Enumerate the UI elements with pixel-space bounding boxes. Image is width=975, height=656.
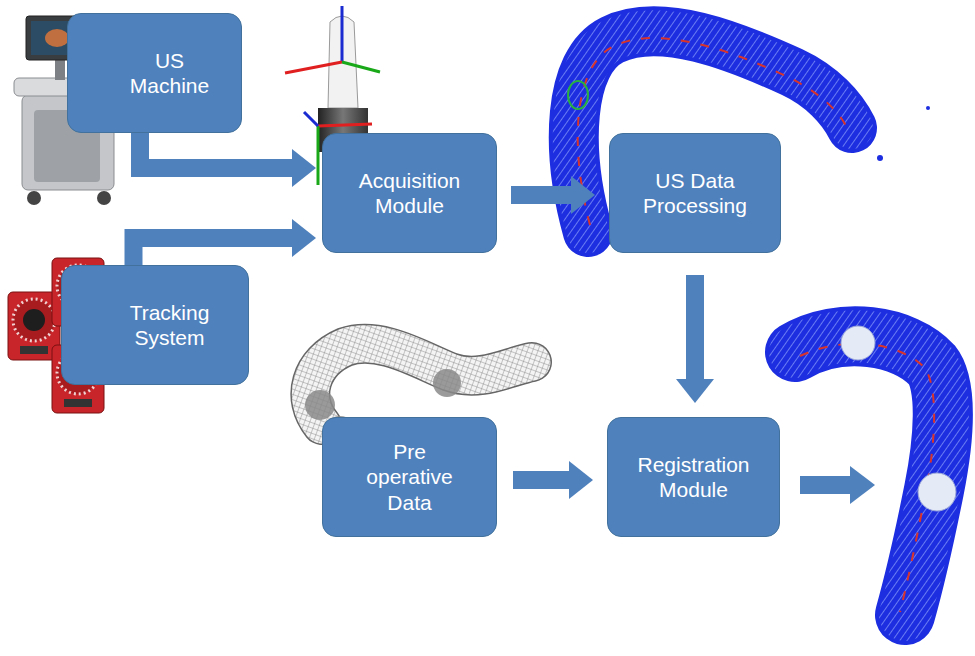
output-arrow [800,466,875,504]
mesh-body [795,336,943,615]
process-box: Acquisition Module [322,133,497,253]
box-label: Acquisition Module [345,168,475,218]
mesh-centerline [800,344,934,612]
flow-arrow [134,219,317,265]
arrow-shaft [511,186,572,204]
box-text: Registration Module [629,452,759,502]
process-box: Tracking System [61,265,249,385]
arrow-head [850,466,875,504]
mesh-speck [926,106,930,110]
mesh-speck [877,155,883,161]
arrow-head [569,461,593,499]
arrow-head [292,149,316,187]
preop-outline [310,344,532,425]
preop-sphere [433,369,461,397]
axis-z [341,6,344,62]
mesh-wire [795,336,943,615]
camera-ring [13,299,55,341]
arrow-head [676,379,714,403]
flow-arrow [513,461,593,499]
machine-wheel [27,191,41,205]
registered-mesh [795,326,956,615]
registered-sphere [918,473,956,511]
registered-sphere [841,326,875,360]
flow-arrow [676,275,714,403]
preop-wire [310,344,532,425]
box-text: Pre operative Data [355,439,465,515]
preop-sphere [305,390,335,420]
machine-wheel [97,191,111,205]
process-box: US Data Processing [609,133,781,253]
camera-lens [23,309,45,331]
arrow-shaft [800,476,850,494]
screen-image [45,29,69,47]
monitor-arm [55,58,65,80]
axis-y [317,126,320,185]
box-text: US Machine [120,48,220,98]
camera-display [20,346,48,354]
flow-arrow [511,176,595,214]
axis-y [342,62,380,72]
flow-arrow [140,133,316,187]
axis-z [304,112,318,126]
arrow-shaft [686,275,704,380]
process-box: Registration Module [607,417,780,537]
axis-x [318,124,372,126]
arrow-shaft [513,471,570,489]
arrow-shaft [134,238,294,265]
arrow-head [571,176,595,214]
box-label: Pre operative Data [355,439,465,515]
process-box: US Machine [67,13,242,133]
box-label: US Machine [120,48,220,98]
box-text: Acquisition Module [345,168,475,218]
process-box: Pre operative Data [322,417,497,537]
arrow-shaft [140,133,293,168]
camera-display [64,399,92,407]
box-text: Tracking System [105,300,235,350]
box-label: Registration Module [629,452,759,502]
box-label: US Data Processing [630,168,760,218]
box-label: Tracking System [105,300,235,350]
arrow-head [292,219,316,257]
box-text: US Data Processing [630,168,760,218]
axis-x [285,62,342,73]
mesh-marker [568,81,588,109]
